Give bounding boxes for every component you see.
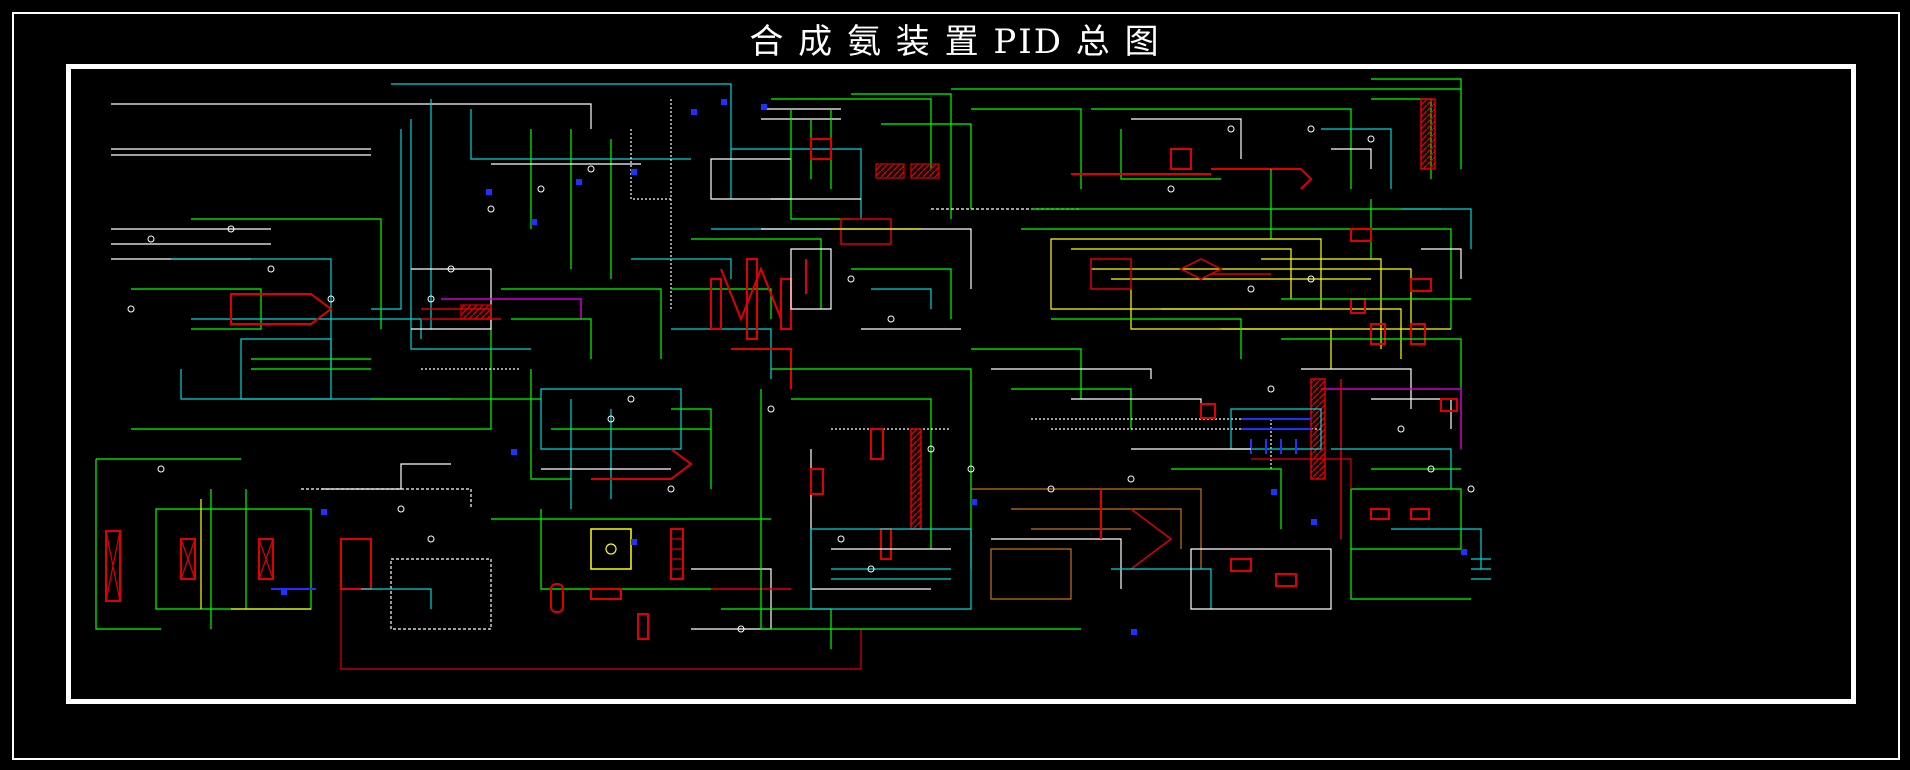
refrigeration-section (1021, 78, 1472, 409)
pid-diagram-canvas (95, 78, 1491, 670)
feed-section (95, 103, 862, 670)
co2-removal-section (761, 88, 1461, 330)
ammonia-recovery-section (1131, 378, 1491, 600)
drawing-title: 合 成 氨 装 置 PID 总 图 (749, 22, 1161, 62)
synthesis-loop-section (760, 348, 1332, 630)
compression-section (371, 83, 862, 480)
drawing-inner-frame (66, 64, 1856, 704)
valve-symbols (281, 99, 1467, 635)
drawing-outer-frame (12, 12, 1900, 760)
instrument-bubbles (127, 125, 1475, 633)
reformer-section (491, 238, 832, 649)
